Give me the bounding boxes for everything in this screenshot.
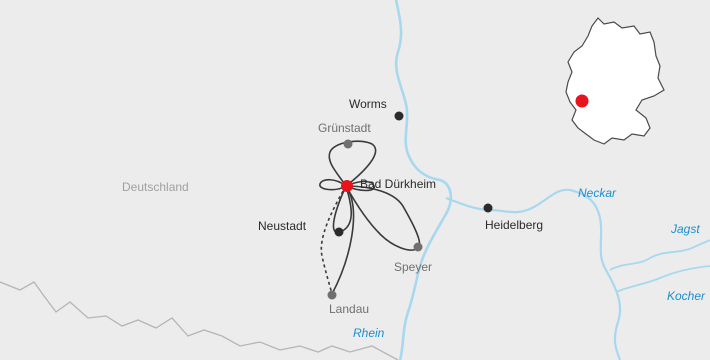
marker-landau[interactable]: [327, 290, 337, 300]
river-jagst: [609, 239, 710, 271]
route-loop-speyer: [344, 185, 421, 251]
city-label-gruenstadt: Grünstadt: [318, 121, 371, 135]
river-neckar: [445, 188, 622, 360]
river-label-rhein: Rhein: [353, 326, 385, 340]
city-label-landau: Landau: [329, 302, 370, 316]
city-label-neustadt: Neustadt: [258, 219, 307, 233]
inset-map-germany: [565, 17, 665, 145]
germany-outline: [565, 17, 665, 145]
city-label-bad-duerkheim: Bad Dürkheim: [360, 177, 437, 191]
marker-neustadt[interactable]: [334, 227, 344, 237]
route-landau-dashed: [320, 185, 347, 295]
river-label-neckar: Neckar: [578, 186, 617, 200]
marker-gruenstadt[interactable]: [343, 139, 353, 149]
route-loop-west: [319, 178, 348, 191]
inset-location-marker: [575, 94, 589, 108]
river-label-kocher: Kocher: [667, 289, 706, 303]
country-border: [0, 281, 399, 360]
route-loop-east: [343, 180, 375, 192]
marker-worms[interactable]: [394, 111, 404, 121]
city-label-speyer: Speyer: [394, 260, 433, 274]
river-label-jagst: Jagst: [671, 222, 700, 236]
country-label: Deutschland: [122, 180, 189, 194]
marker-speyer[interactable]: [413, 242, 423, 252]
marker-bad-duerkheim[interactable]: [341, 180, 353, 192]
river-kocher: [615, 265, 710, 293]
city-label-heidelberg: Heidelberg: [485, 218, 544, 232]
city-label-worms: Worms: [349, 97, 387, 111]
marker-heidelberg[interactable]: [483, 203, 493, 213]
river-rhein: [394, 0, 453, 360]
route-to-landau: [331, 185, 355, 295]
